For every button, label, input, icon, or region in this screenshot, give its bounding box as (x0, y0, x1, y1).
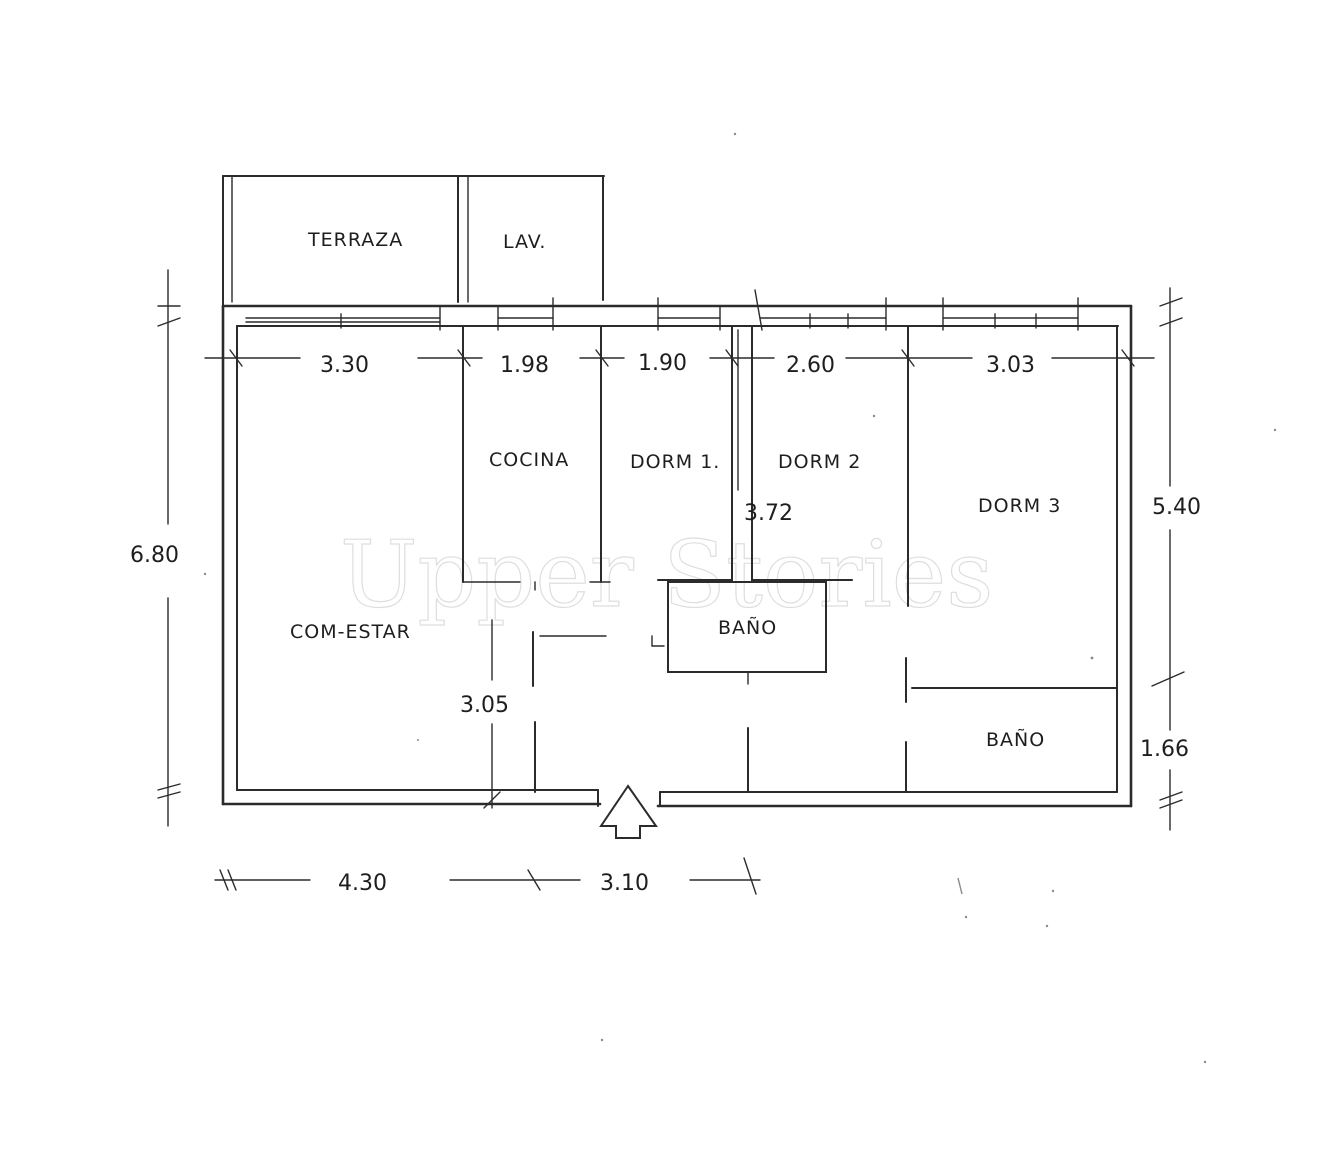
dimension-inner-hall: 3.05 (460, 693, 509, 718)
room-label-lav: LAV. (503, 231, 546, 253)
interior-walls (462, 325, 1118, 793)
terraza-lav-block (222, 175, 605, 307)
dimension-right-lower: 1.66 (1140, 737, 1189, 762)
dimension-top-4: 2.60 (786, 353, 835, 378)
windows (245, 297, 1079, 331)
room-label-bano-right: BAÑO (986, 728, 1045, 751)
room-labels: TERRAZA LAV. COCINA DORM 1. DORM 2 DORM … (290, 229, 1061, 751)
room-label-cocina: COCINA (489, 449, 569, 471)
dimension-top-1: 3.30 (320, 353, 369, 378)
scan-specks (203, 132, 1277, 1064)
entrance-arrow-icon (599, 784, 658, 839)
room-label-dorm-2: DORM 2 (778, 451, 861, 473)
dimension-top-5: 3.03 (986, 353, 1035, 378)
room-label-dorm-1: DORM 1. (630, 451, 720, 473)
room-label-dorm-3: DORM 3 (978, 495, 1061, 517)
dimension-top-3: 1.90 (638, 351, 687, 376)
dimension-lines (157, 269, 1185, 895)
dimension-inner-dorm: 3.72 (744, 501, 793, 526)
dimension-labels: 3.30 1.98 1.90 2.60 3.03 6.80 5.40 1.66 … (130, 351, 1201, 896)
room-label-com-estar: COM-ESTAR (290, 621, 411, 643)
walls (221, 175, 1133, 839)
dimension-right-upper: 5.40 (1152, 495, 1201, 520)
room-label-terraza: TERRAZA (307, 229, 403, 251)
room-label-bano-center: BAÑO (718, 616, 777, 639)
watermark: Upper Stories (340, 521, 993, 628)
dimension-top-2: 1.98 (500, 353, 549, 378)
dimension-bottom-1: 4.30 (338, 871, 387, 896)
dimension-bottom-2: 3.10 (600, 871, 649, 896)
outer-walls (221, 304, 1133, 808)
dimension-left-total: 6.80 (130, 543, 179, 568)
